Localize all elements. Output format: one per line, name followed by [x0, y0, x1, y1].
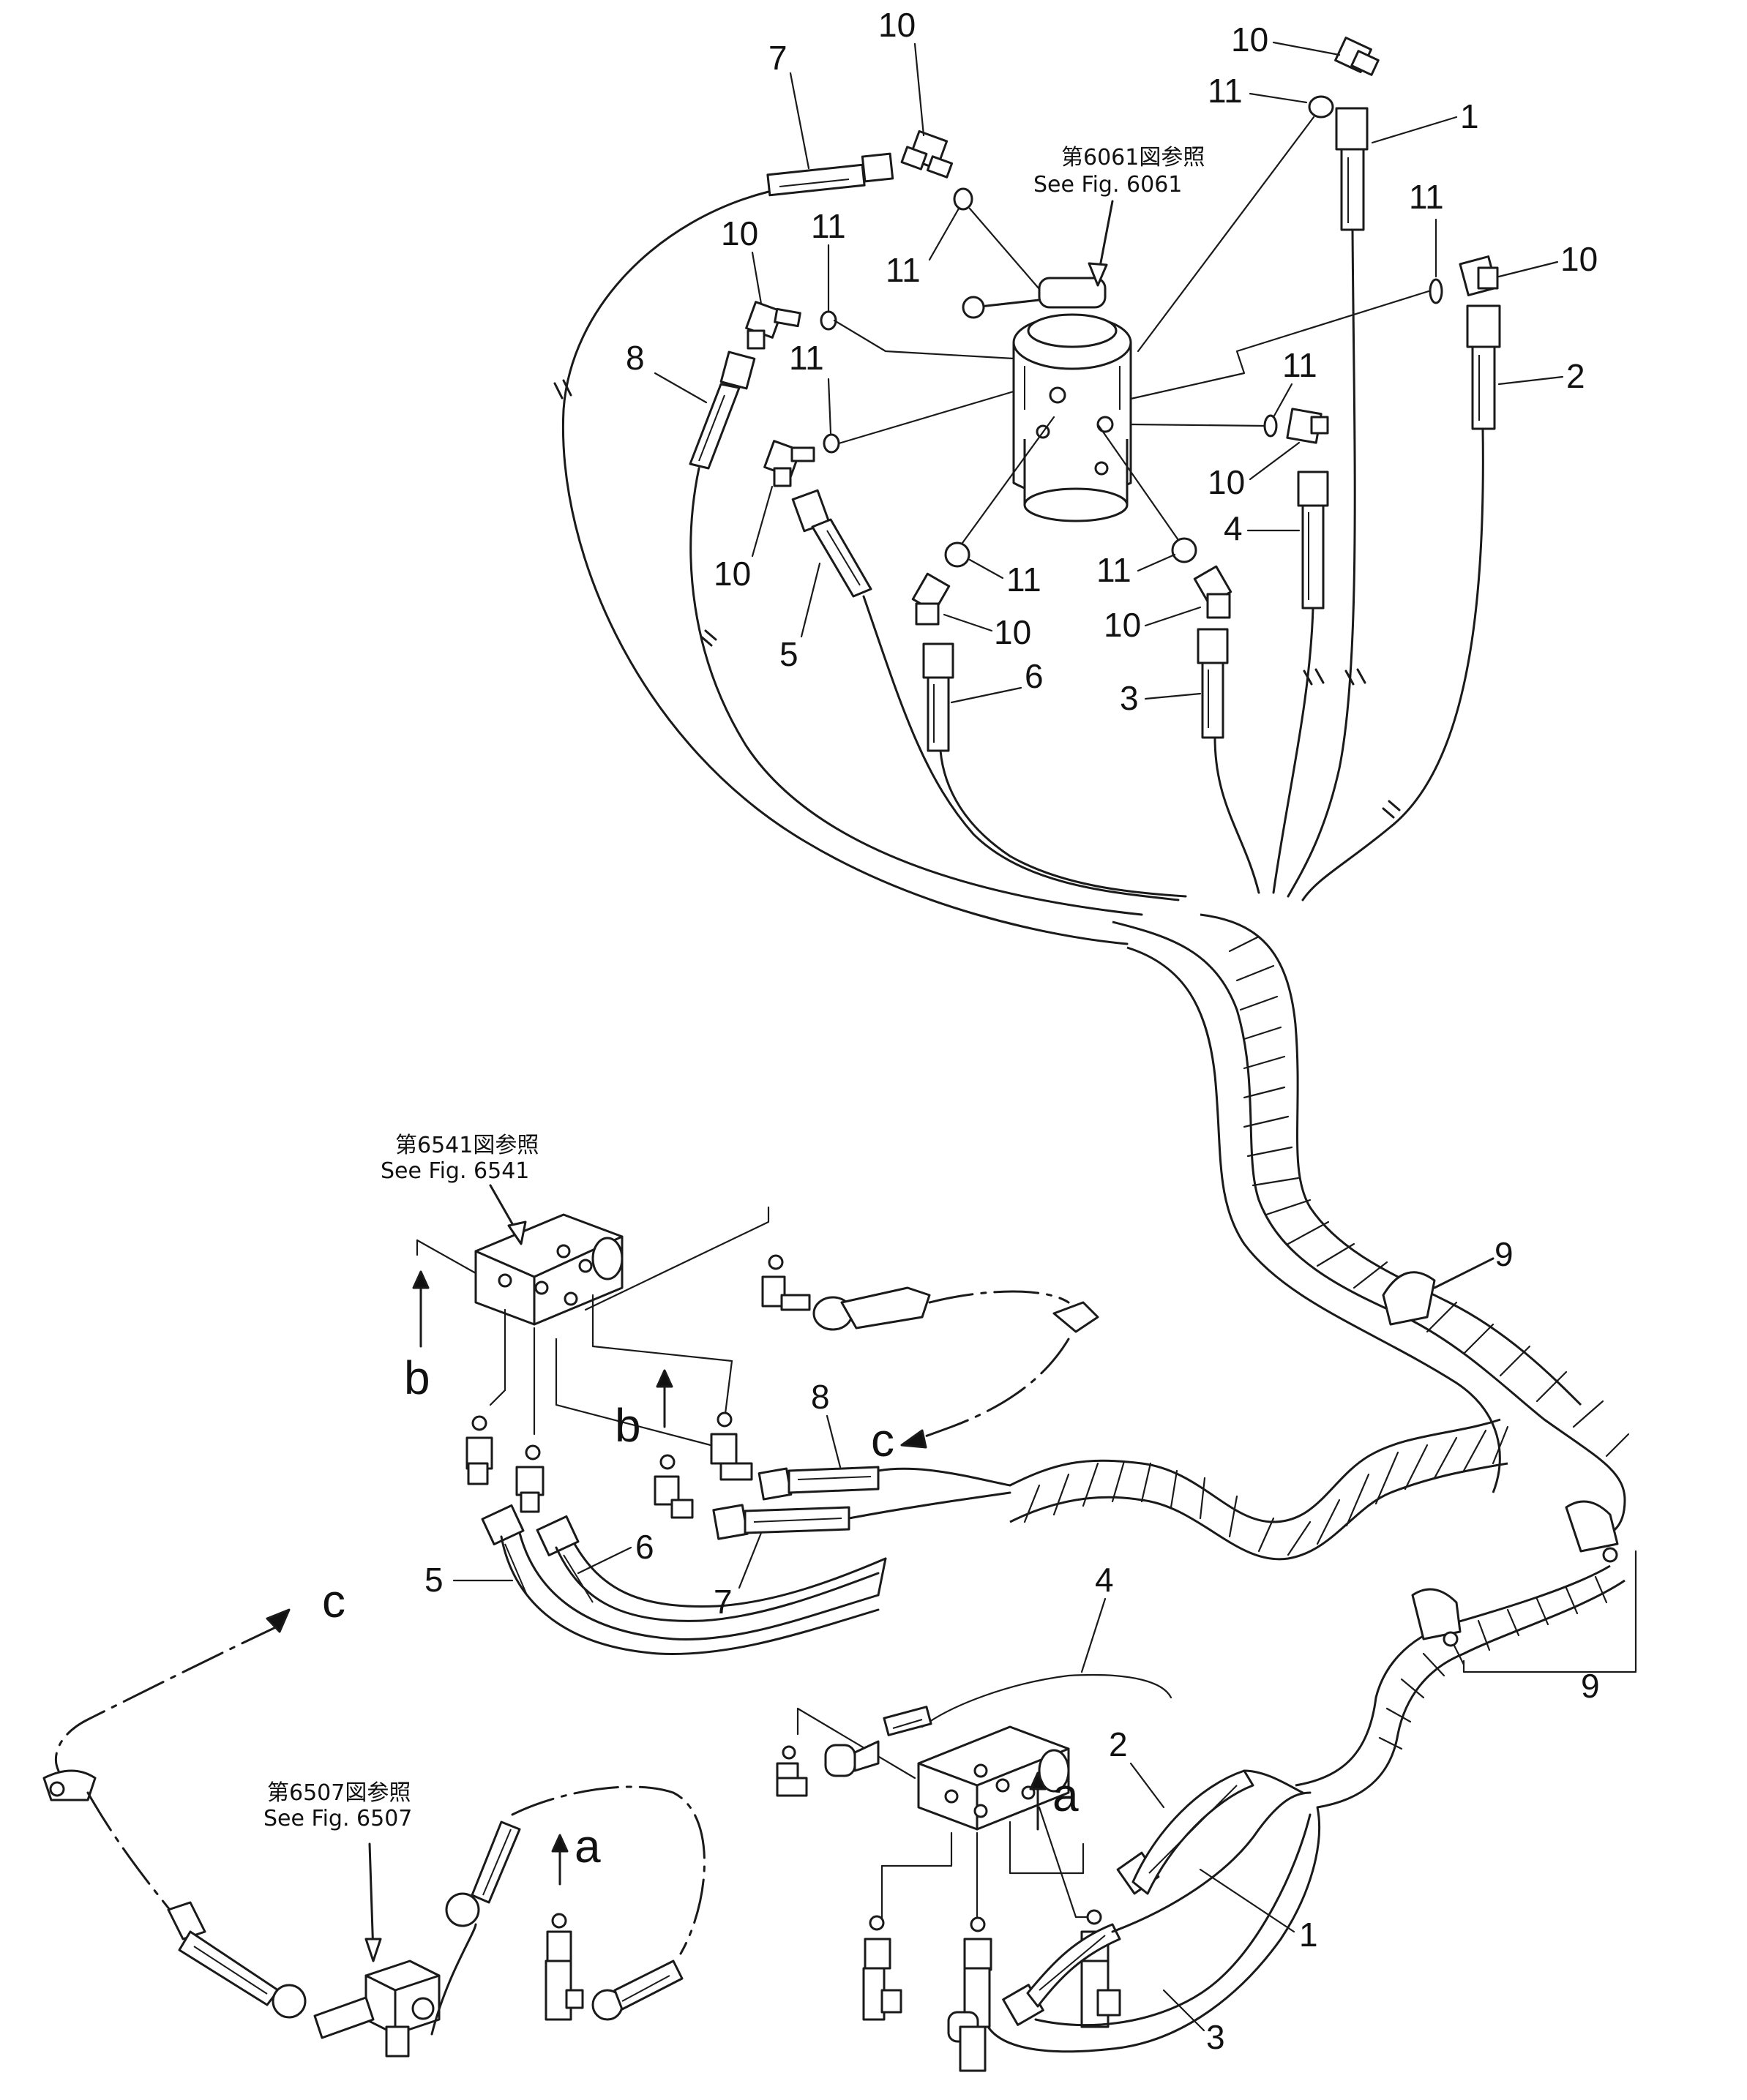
callouts: 7 10 11 10 11 8 11 10 5 11 10 6	[424, 6, 1637, 2056]
callout-10-a: 10	[878, 6, 916, 44]
elbow-10-g	[1334, 37, 1380, 76]
callout-10-c: 10	[714, 555, 751, 593]
callout-2-lower: 2	[1109, 1725, 1128, 1763]
callout-11-a: 11	[886, 251, 921, 289]
callout-6-mid: 6	[635, 1528, 654, 1566]
hose-6-top	[922, 642, 954, 752]
callout-5-top: 5	[779, 635, 798, 673]
oring-11-a	[953, 187, 973, 211]
hose-4-top	[1297, 470, 1329, 610]
label-c-bottom: c	[322, 1575, 345, 1627]
hose-bundle-wrap	[1112, 913, 1630, 1542]
valve-block-6541	[474, 1213, 624, 1326]
hoses-middle	[481, 1418, 1509, 1655]
callout-10-g: 10	[1231, 20, 1268, 59]
fittings-bottom-right	[776, 1706, 1121, 2072]
elbow-10-d	[911, 572, 951, 626]
callout-10-e: 10	[1104, 606, 1141, 644]
oring-11-e	[1171, 537, 1197, 563]
ref-6061-jp: 第6061図参照	[1061, 145, 1205, 170]
reference-fig-6507: 第6507図参照 See Fig. 6507	[263, 1780, 412, 1962]
valve-block-6507-a	[917, 1725, 1070, 1831]
ref-6507-jp: 第6507図参照	[267, 1780, 411, 1806]
c-line-bottom-left: c	[42, 1575, 345, 2019]
callout-10-h: 10	[1560, 240, 1598, 278]
hose-bottom-left	[430, 1785, 706, 2036]
callout-11-d: 11	[1006, 560, 1041, 599]
callout-2-top: 2	[1566, 357, 1585, 395]
label-b-mid: b	[615, 1399, 641, 1452]
clamp-9-top	[1382, 1257, 1495, 1326]
hoses-bottom-right-wrap	[1295, 1564, 1626, 1809]
reference-fig-6061: 第6061図参照 See Fig. 6061	[1033, 145, 1205, 287]
callout-11-h: 11	[1409, 178, 1444, 216]
callout-11-b: 11	[811, 207, 846, 245]
elbow-10-a	[900, 130, 954, 179]
leader-lines-top	[833, 116, 1430, 544]
oring-11-c	[823, 433, 840, 454]
elbow-10-f	[1286, 408, 1329, 444]
ref-6061-en: See Fig. 6061	[1033, 172, 1182, 198]
hose-8-top	[689, 350, 756, 470]
callout-3-lower: 3	[1206, 2018, 1225, 2056]
callout-8-mid: 8	[811, 1378, 830, 1416]
label-a-left: a	[575, 1820, 601, 1872]
callout-11-e: 11	[1096, 551, 1131, 589]
callout-1-top: 1	[1460, 97, 1479, 135]
arrow-a-left: a	[551, 1820, 601, 1886]
callout-6-top: 6	[1025, 657, 1044, 695]
clamp-9-lower	[1411, 1588, 1462, 1647]
arrow-a-right: a	[1029, 1769, 1079, 1831]
hose-7-top	[766, 152, 894, 197]
hose-8-c: c	[812, 1286, 1099, 1466]
hose-routing-upper	[553, 190, 1484, 945]
callout-7-mid: 7	[714, 1583, 733, 1621]
oring-11-d	[944, 541, 970, 568]
callout-4-lower: 4	[1095, 1561, 1114, 1599]
arrow-b-mid: b	[615, 1369, 673, 1452]
elbow-10-c	[763, 440, 815, 487]
callout-4-top: 4	[1224, 509, 1243, 547]
callout-9-lower: 9	[1581, 1667, 1600, 1705]
callout-11-g: 11	[1208, 72, 1243, 110]
oring-11-h	[1429, 278, 1443, 304]
fittings-b	[465, 1254, 811, 1519]
callout-1-lower: 1	[1299, 1916, 1318, 1954]
callout-10-d: 10	[994, 613, 1031, 651]
callout-9-top: 9	[1495, 1235, 1514, 1273]
elbow-10-b	[745, 301, 801, 350]
reference-fig-6541: 第6541図参照 See Fig. 6541	[381, 1133, 539, 1245]
label-c-mid: c	[871, 1414, 894, 1466]
oring-11-f	[1263, 414, 1278, 438]
callout-11-f: 11	[1282, 346, 1317, 384]
hose-5-top	[791, 489, 872, 598]
oring-11-g	[1308, 95, 1334, 119]
callout-3-top: 3	[1120, 679, 1139, 717]
hose-3-top	[1197, 628, 1229, 739]
hose-2-top	[1466, 304, 1501, 430]
arrow-b-left: b	[404, 1270, 430, 1404]
elbow-10-h	[1459, 255, 1499, 296]
callout-10-f: 10	[1208, 463, 1245, 501]
callout-10-b: 10	[721, 214, 758, 252]
label-a-right: a	[1052, 1769, 1079, 1821]
callout-11-c: 11	[789, 339, 824, 377]
leaders-6541	[416, 1206, 770, 1450]
callout-5-mid: 5	[424, 1561, 444, 1599]
elbow-10-e	[1193, 565, 1232, 619]
hoses-bottom-right	[987, 1769, 1320, 2053]
ref-6541-en: See Fig. 6541	[381, 1158, 529, 1184]
label-b-left: b	[404, 1351, 430, 1404]
ref-6541-jp: 第6541図参照	[395, 1133, 539, 1158]
callout-7-top: 7	[768, 39, 788, 77]
swivel-joint	[962, 277, 1132, 522]
callout-8-top: 8	[626, 339, 645, 377]
ref-6507-en: See Fig. 6507	[263, 1806, 412, 1831]
valve-6507	[313, 1960, 441, 2058]
clamp-9-right	[1565, 1500, 1619, 1563]
hose-1-top	[1335, 107, 1369, 231]
